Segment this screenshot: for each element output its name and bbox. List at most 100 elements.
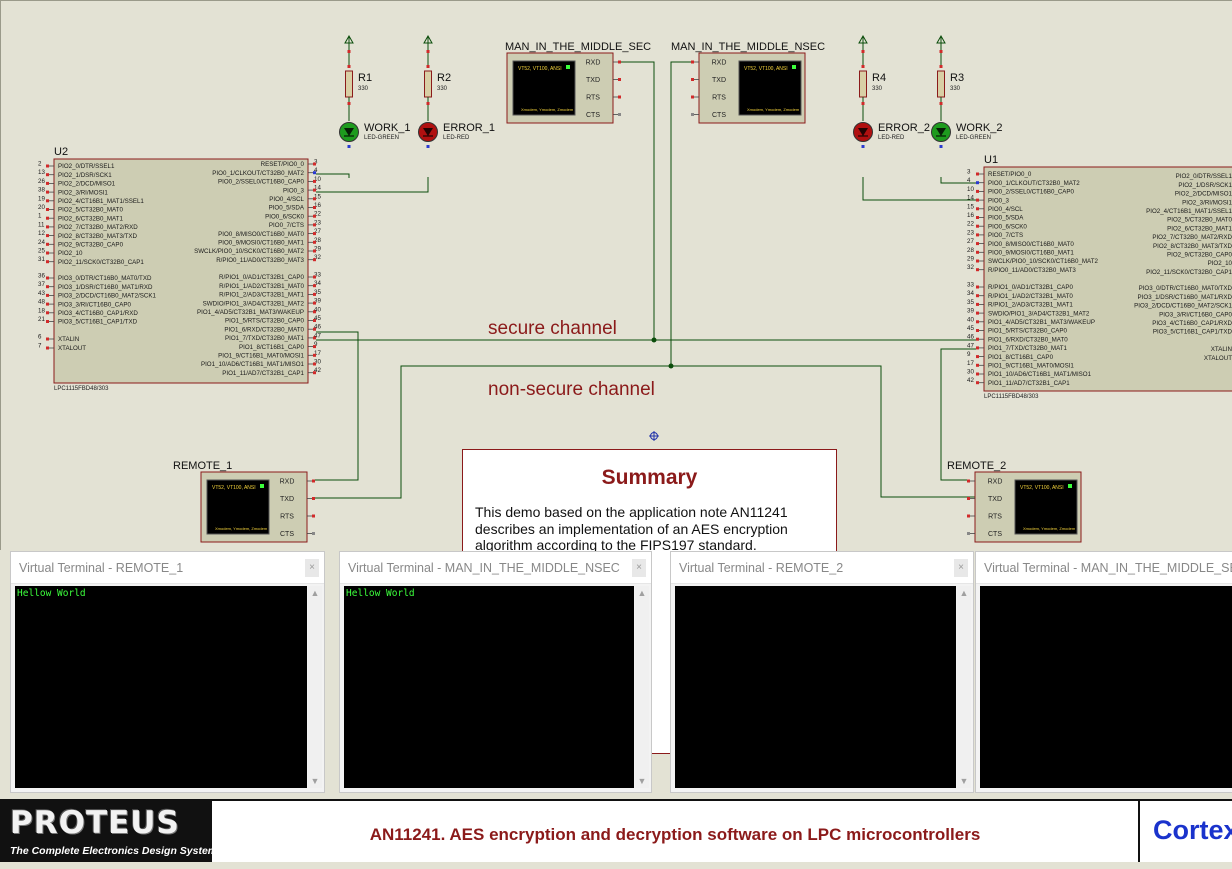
vterm-window-remote-1[interactable]: Virtual Terminal - REMOTE_1 × Hellow Wor… — [10, 551, 325, 793]
pin-marker — [313, 197, 316, 201]
ic-pin-number: 34 — [314, 280, 321, 287]
banner-right-text: Cortex-M0 — [1153, 815, 1232, 845]
vt-proto-text: Xmodem, Ymodem, Zmodem — [747, 107, 800, 112]
ic-pin-number: 16 — [967, 212, 974, 219]
vterm-screen[interactable]: Hellow World — [344, 586, 634, 788]
ic-pin-number: 27 — [967, 238, 974, 245]
vt-screen-text: VT52, VT100, ANSI — [1020, 485, 1064, 491]
ic-pin-number: 39 — [314, 298, 321, 305]
pin-marker — [46, 173, 49, 177]
resistor-ref: R1 — [358, 72, 372, 84]
ic-pin-label: PIO0_5/SDA — [269, 205, 305, 212]
pin-marker — [313, 301, 316, 305]
vterm-screen[interactable]: Hellow World — [15, 586, 307, 788]
ic-pin-label: PIO2_8/CT32B0_MAT3/TXD — [58, 233, 138, 240]
summary-line: describes an implementation of an AES en… — [475, 520, 788, 537]
pin-marker — [976, 233, 979, 237]
ic-pin-label: PIO0_5/SDA — [988, 215, 1024, 222]
ic-u1[interactable]: U1LPC1115FBD48/303RESET/PIO0_03PIO0_1/CL… — [967, 154, 1232, 400]
ic-pin-number: 47 — [967, 342, 974, 349]
vterm-titlebar[interactable]: Virtual Terminal - REMOTE_1 × — [11, 552, 324, 584]
pin-marker — [976, 172, 979, 176]
scroll-down-icon[interactable]: ▼ — [637, 776, 647, 786]
ic-pin-label: PIO1_11/AD7/CT32B1_CAP1 — [222, 370, 304, 377]
close-icon[interactable]: × — [632, 559, 646, 577]
ic-pin-number: 2 — [38, 161, 42, 168]
ic-pin-label: PIO1_5/RTS/CT32B0_CAP0 — [988, 328, 1068, 335]
ic-pin-label: PIO0_2/SSEL0/CT16B0_CAP0 — [218, 179, 305, 186]
pin-marker — [976, 320, 979, 324]
pin-marker — [46, 285, 49, 289]
banner-title: AN11241. AES encryption and decryption s… — [212, 801, 1140, 862]
scroll-up-icon[interactable]: ▲ — [310, 588, 320, 598]
vt-pin-label: CTS — [280, 531, 294, 538]
ic-pin-label: PIO1_4/AD5/CT32B1_MAT3/WAKEUP — [197, 309, 304, 316]
vterm-scrollbar[interactable]: ▲ ▼ — [308, 586, 322, 788]
ic-pin-label: SWCLK/PIO0_10/SCK0/CT16B0_MAT2 — [194, 248, 304, 255]
vterm-window-mitm-sec[interactable]: Virtual Terminal - MAN_IN_THE_MIDDLE_SEC — [975, 551, 1232, 793]
vterm-titlebar[interactable]: Virtual Terminal - MAN_IN_THE_MIDDLE_SEC — [976, 552, 1232, 584]
close-icon[interactable]: × — [305, 559, 319, 577]
ic-pin-label: PIO1_11/AD7/CT32B1_CAP1 — [988, 380, 1070, 387]
ic-pin-label: PIO1_9/CT16B1_MAT0/MOSI1 — [218, 353, 304, 360]
ic-pin-number: 35 — [967, 299, 974, 306]
pin-marker — [976, 346, 979, 350]
ic-ref: U2 — [54, 146, 68, 158]
ic-pin-label: R/PIO1_0/AD1/CT32B1_CAP0 — [219, 274, 305, 281]
pin-marker — [46, 251, 49, 255]
ic-pin-number: 9 — [967, 351, 971, 358]
pin-marker — [313, 310, 316, 314]
scroll-down-icon[interactable]: ▼ — [310, 776, 320, 786]
ic-pin-label: PIO0_8/MISO0/CT16B0_MAT0 — [988, 241, 1074, 248]
ic-pin-number: 24 — [38, 239, 45, 246]
scroll-down-icon[interactable]: ▼ — [959, 776, 969, 786]
pin-marker — [313, 188, 316, 192]
ic-pin-label: PIO3_3/RI/CT16B0_CAP0 — [1159, 311, 1232, 318]
vterm-screen[interactable] — [675, 586, 956, 788]
scroll-up-icon[interactable]: ▲ — [637, 588, 647, 598]
pin-marker — [976, 285, 979, 289]
pin-marker — [46, 190, 49, 194]
pin-marker — [976, 207, 979, 211]
wire — [315, 331, 359, 481]
pin-marker — [976, 189, 979, 193]
ic-pin-label: PIO1_4/AD5/CT32B1_MAT3/WAKEUP — [988, 319, 1095, 326]
ic-pin-label: PIO2_5/CT32B0_MAT0 — [1167, 217, 1232, 224]
vt-screen-text: VT52, VT100, ANSI — [518, 66, 562, 72]
ic-pin-label: PIO0_4/SCL — [269, 196, 304, 203]
ic-pin-label: R/PIO1_2/AD3/CT32B1_MAT1 — [988, 302, 1073, 309]
ic-pin-label: PIO2_7/CT32B0_MAT2/RXD — [58, 224, 138, 231]
vterm-scrollbar[interactable]: ▲ ▼ — [635, 586, 649, 788]
ic-pin-label: PIO2_1/DSR/SCK1 — [1178, 182, 1232, 189]
vterm-titlebar[interactable]: Virtual Terminal - MAN_IN_THE_MIDDLE_NSE… — [340, 552, 651, 584]
vterm-screen[interactable] — [980, 586, 1232, 788]
vterm-titlebar[interactable]: Virtual Terminal - REMOTE_2 × — [671, 552, 973, 584]
pin-marker — [313, 284, 316, 288]
pin-marker — [313, 162, 316, 166]
ic-pin-number: 45 — [314, 315, 321, 322]
close-icon[interactable]: × — [954, 559, 968, 577]
secure-channel-label: secure channel — [488, 318, 617, 339]
vterm-window-mitm-nsec[interactable]: Virtual Terminal - MAN_IN_THE_MIDDLE_NSE… — [339, 551, 652, 793]
vterm-window-remote-2[interactable]: Virtual Terminal - REMOTE_2 × ▲ ▼ — [670, 551, 974, 793]
ic-pin-label: PIO1_10/AD6/CT16B1_MAT1/MISO1 — [201, 361, 305, 368]
ic-pin-label: PIO3_4/CT16B0_CAP1/RXD — [1152, 320, 1232, 327]
scroll-up-icon[interactable]: ▲ — [959, 588, 969, 598]
pin-marker — [976, 311, 979, 315]
pin-marker — [46, 260, 49, 264]
ic-u2[interactable]: U2LPC1115FBD48/303PIO2_0/DTR/SSEL12PIO2_… — [38, 146, 321, 392]
vterm-scrollbar[interactable]: ▲ ▼ — [957, 586, 971, 788]
